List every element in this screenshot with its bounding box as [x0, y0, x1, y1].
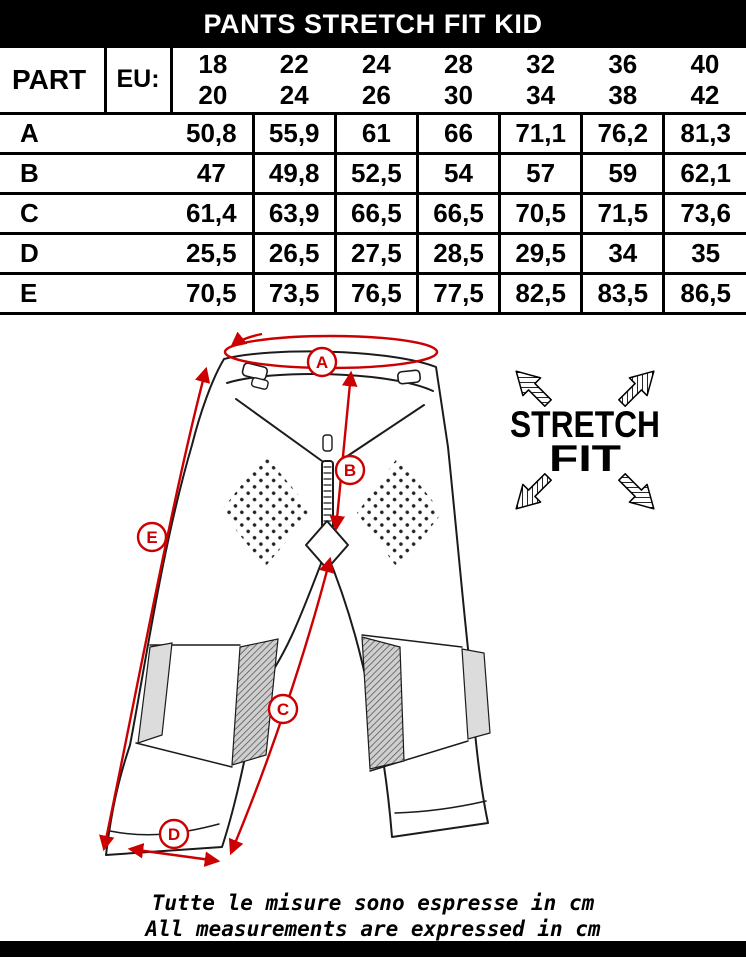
value-cell: 70,5	[171, 273, 254, 315]
svg-text:D: D	[168, 825, 180, 844]
measurement-note: Tutte le misure sono espresse in cm All …	[0, 885, 746, 941]
value-cell: 34	[580, 233, 664, 275]
value-cell: 81,3	[662, 113, 746, 155]
value-cell: 71,5	[580, 193, 664, 235]
measure-a-arrow	[230, 331, 263, 347]
part-header: PART	[0, 48, 107, 115]
value-cell: 70,5	[498, 193, 582, 235]
value-cell: 66	[415, 113, 500, 155]
part-letter: B	[0, 153, 171, 195]
note-line-italian: Tutte le misure sono espresse in cm	[151, 890, 595, 915]
value-cell: 66,5	[333, 193, 418, 235]
value-cell: 83,5	[580, 273, 664, 315]
value-cell: 28,5	[415, 233, 500, 275]
measure-e-line	[99, 366, 211, 851]
label-c: C	[267, 693, 299, 724]
label-b: B	[334, 454, 366, 485]
value-cell: 62,1	[662, 153, 746, 195]
svg-text:E: E	[146, 528, 157, 547]
value-cell: 76,2	[580, 113, 664, 155]
part-letter: E	[0, 273, 171, 315]
pants-measurement-diagram: A B C D E STRETCH FIT	[99, 331, 664, 867]
svg-text:A: A	[316, 353, 328, 372]
value-cell: 27,5	[333, 233, 418, 275]
value-cell: 66,5	[415, 193, 500, 235]
measure-b-line	[329, 370, 358, 531]
value-cell: 71,1	[498, 113, 582, 155]
value-cell: 49,8	[251, 153, 336, 195]
stretch-fit-logo: STRETCH FIT	[506, 361, 664, 518]
title-bar: PANTS STRETCH FIT KID	[0, 0, 746, 48]
page-title: PANTS STRETCH FIT KID	[203, 8, 543, 39]
value-cell: 26,5	[251, 233, 336, 275]
value-cell: 77,5	[415, 273, 500, 315]
value-cell: 54	[415, 153, 500, 195]
table-row-b: B 47 49,8 52,5 54 57 59 62,1	[0, 153, 746, 195]
bottom-bar	[0, 940, 746, 957]
table-row-d: D 25,5 26,5 27,5 28,5 29,5 34 35	[0, 233, 746, 275]
stretch-fit-text-line2: FIT	[549, 438, 622, 479]
value-cell: 73,6	[662, 193, 746, 235]
value-cell: 61	[333, 113, 418, 155]
part-letter: A	[0, 113, 171, 155]
table-row-e: E 70,5 73,5 76,5 77,5 82,5 83,5 86,5	[0, 273, 746, 315]
label-e: E	[136, 521, 168, 552]
value-cell: 61,4	[171, 193, 254, 235]
value-cell: 50,8	[171, 113, 254, 155]
value-cell: 73,5	[251, 273, 336, 315]
eu-header: EU:	[105, 48, 173, 115]
stretch-fit-text-line1: STRETCH	[510, 404, 660, 445]
table-row-a: A 50,8 55,9 61 66 71,1 76,2 81,3	[0, 113, 746, 155]
value-cell: 29,5	[498, 233, 582, 275]
value-cell: 47	[171, 153, 254, 195]
perforation-panels	[221, 454, 442, 569]
svg-text:C: C	[277, 700, 289, 719]
value-cell: 57	[498, 153, 582, 195]
value-cell: 76,5	[333, 273, 418, 315]
part-letter: C	[0, 193, 171, 235]
label-d: D	[158, 818, 190, 849]
diagram-area: A B C D E STRETCH FIT	[0, 315, 746, 885]
note-line-english: All measurements are expressed in cm	[145, 916, 601, 941]
value-cell: 86,5	[662, 273, 746, 315]
part-letter: D	[0, 233, 171, 275]
table-row-c: C 61,4 63,9 66,5 66,5 70,5 71,5 73,6	[0, 193, 746, 235]
value-cell: 82,5	[498, 273, 582, 315]
value-cell: 35	[662, 233, 746, 275]
measurement-labels: A B C D E	[136, 346, 366, 849]
svg-text:B: B	[344, 461, 356, 480]
value-cell: 52,5	[333, 153, 418, 195]
value-cell: 55,9	[251, 113, 336, 155]
label-a: A	[306, 346, 338, 377]
pants-outline	[105, 349, 489, 856]
value-cell: 63,9	[251, 193, 336, 235]
value-cell: 59	[580, 153, 664, 195]
measure-d-line	[127, 842, 221, 867]
value-cell: 25,5	[171, 233, 254, 275]
